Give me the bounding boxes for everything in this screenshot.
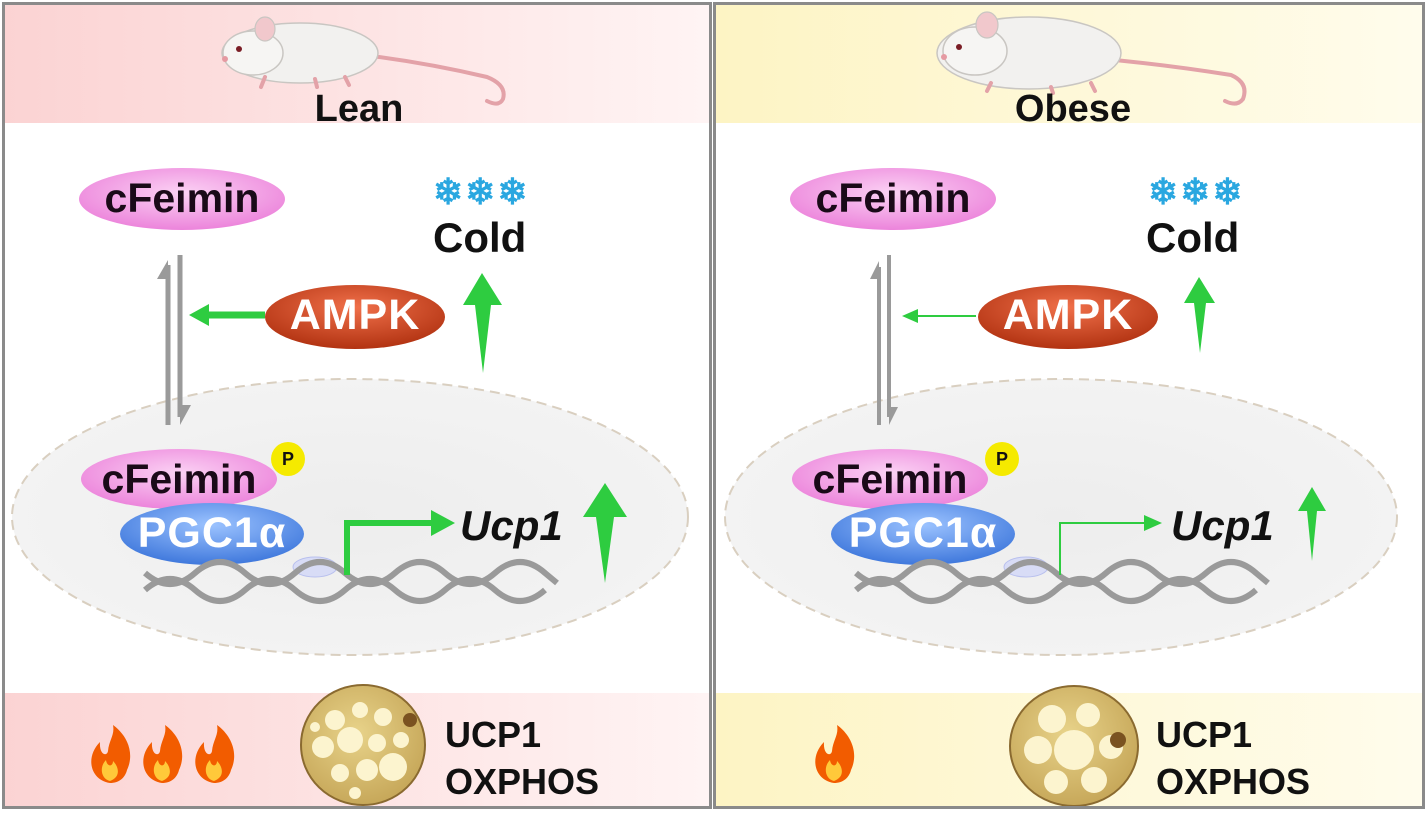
pgc1a-label: PGC1α [848,509,998,557]
ucp1-up-arrow [1298,487,1326,561]
ucp1-gene-label: Ucp1 [1171,502,1274,549]
fire-icon [815,725,855,783]
lean-panel: Lean cFeimin ❄❄❄ Cold AMPK cFeimin P PGC… [2,2,712,809]
cold-label: Cold [1146,214,1240,261]
adipocyte-icon [300,684,426,806]
cfeimin-pill-bg [79,168,285,230]
marker-oxphos: OXPHOS [445,761,600,802]
cfeimin-pill-bg [790,168,996,230]
cfeimin-nuclear-label: cFeimin [812,456,968,502]
cfeimin-nuclear-pill-bg [792,449,988,509]
transcription-arrow [1059,515,1162,575]
phospho-badge: P [271,442,305,476]
marker-oxphos: OXPHOS [1156,761,1311,802]
dna-helix-icon [854,559,1270,604]
cold-label: Cold [433,214,527,261]
equilibrium-arrows [157,255,191,425]
pgc1a-pill-bg [831,503,1015,565]
mouse-icon [221,16,506,106]
ampk-pill-bg [265,285,445,349]
obese-diagram-graphics [716,5,1422,806]
cold-up-arrow [1184,277,1215,353]
marker-ucp1: UCP1 [1156,714,1253,755]
phospho-badge: P [985,442,1019,476]
ampk-pill-bg [978,285,1158,349]
mouse-icon [936,11,1247,106]
snowflake-icon: ❄❄❄ [1148,171,1245,212]
adipocyte-icon [1009,685,1139,806]
nucleus-region [724,378,1398,656]
cfeimin-label: cFeimin [104,175,260,221]
pgc1a-pill-bg [120,503,304,565]
ampk-label: AMPK [1002,291,1134,339]
cfeimin-nuclear-pill-bg [81,449,277,509]
transcription-arrow [344,510,455,575]
snowflake-icon: ❄❄❄ [433,171,530,212]
pgc1a-label: PGC1α [137,509,287,557]
fire-icon [91,725,235,783]
ucp1-up-arrow [583,483,627,583]
nucleus-region [11,378,689,656]
equilibrium-arrows [870,255,898,425]
obese-panel: Obese cFeimin ❄❄❄ Cold AMPK cFeimin P PG… [713,2,1425,809]
cfeimin-nuclear-label: cFeimin [101,456,257,502]
marker-ucp1: UCP1 [445,714,542,755]
ampk-activation-arrow [902,309,976,323]
panel-title: Obese [1014,88,1132,130]
lean-diagram-graphics [5,5,709,806]
ucp1-gene-label: Ucp1 [460,502,563,549]
panel-title: Lean [314,88,404,130]
cold-up-arrow [463,273,502,373]
ampk-activation-arrow [189,304,265,326]
ampk-label: AMPK [289,291,421,339]
cfeimin-label: cFeimin [815,175,971,221]
dna-helix-icon [143,559,559,604]
